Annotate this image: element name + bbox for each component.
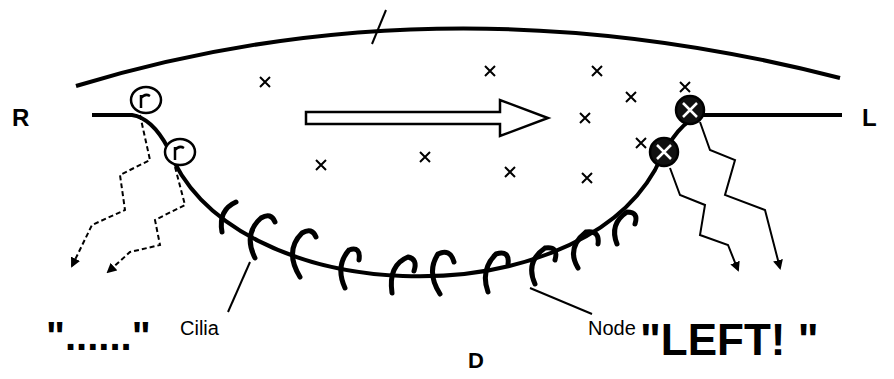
part-label: Node	[588, 318, 636, 338]
signal-text: "LEFT! "	[640, 318, 819, 362]
part-label: Cilia	[180, 318, 219, 338]
side-label: L	[862, 106, 877, 130]
signal-text: "......"	[46, 316, 151, 356]
axis-label: D	[468, 350, 484, 372]
side-label: R	[12, 106, 29, 130]
